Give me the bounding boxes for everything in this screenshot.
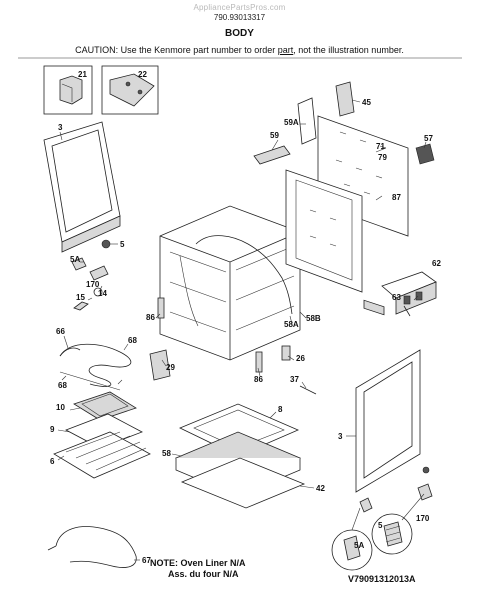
model-part-number: 790.93013317 [213, 13, 266, 22]
leader-lines [57, 99, 427, 561]
callout-21: 21 [78, 70, 87, 79]
callout-29: 29 [166, 363, 175, 372]
callout-59: 59 [270, 131, 279, 140]
callout-71: 71 [376, 142, 385, 151]
callout-66: 66 [56, 327, 65, 336]
callout-79: 79 [378, 153, 387, 162]
callout-67: 67 [142, 556, 151, 565]
callout-5a-left: 5A [70, 255, 80, 264]
terminal-block-part-62[interactable] [381, 271, 437, 315]
oven-rack-part-6[interactable] [53, 431, 151, 479]
callout-10: 10 [56, 403, 65, 412]
callout-5-right: 5 [378, 521, 383, 530]
note-oven-liner-fr: Ass. du four N/A [168, 569, 239, 579]
callout-59a: 59A [284, 118, 299, 127]
callout-22: 22 [138, 70, 147, 79]
oven-cavity [159, 205, 301, 361]
part-57[interactable] [415, 143, 435, 165]
part-29[interactable] [149, 349, 171, 381]
caution-prefix: CAUTION: Use the Kenmore part number to … [75, 45, 278, 55]
figure-id: V79091312013A [348, 574, 416, 584]
callout-86-a: 86 [146, 313, 155, 322]
part-59[interactable] [253, 145, 291, 165]
callout-3-left: 3 [58, 123, 63, 132]
broil-element-part-67[interactable] [47, 526, 137, 568]
bracket-part-86-b[interactable] [255, 351, 263, 373]
callout-45: 45 [362, 98, 371, 107]
callout-58: 58 [162, 449, 171, 458]
callout-6: 6 [50, 457, 55, 466]
callout-37: 37 [290, 375, 299, 384]
note-oven-liner: NOTE: Oven Liner N/A [150, 558, 246, 568]
callout-26: 26 [296, 354, 305, 363]
caution-notice: CAUTION: Use the Kenmore part number to … [0, 45, 479, 55]
callout-5a-right: 5A [354, 541, 364, 550]
callout-8: 8 [278, 405, 283, 414]
callout-9: 9 [50, 425, 55, 434]
broiler-pan-part-10[interactable] [73, 391, 137, 421]
callout-68-a: 68 [128, 336, 137, 345]
callout-42: 42 [316, 484, 325, 493]
callout-58a: 58A [284, 320, 299, 329]
callout-63: 63 [392, 293, 401, 302]
caution-suffix: , not the illustration number. [293, 45, 404, 55]
detail-circle-5a [331, 529, 373, 571]
callout-15: 15 [76, 293, 85, 302]
left-door-part-3[interactable] [43, 121, 121, 253]
right-door-part-3[interactable] [355, 349, 421, 493]
caution-part-link: part [277, 45, 294, 55]
callout-57: 57 [424, 134, 433, 143]
watermark-text: AppliancePartsPros.com [193, 3, 286, 12]
part-22-group[interactable] [101, 65, 159, 115]
callout-14: 14 [98, 289, 107, 298]
callout-170-left: 170 [86, 280, 100, 289]
callout-5-left: 5 [120, 240, 125, 249]
bottom-part-42[interactable] [180, 457, 306, 509]
detail-circle-5 [371, 513, 413, 555]
bake-element-part-66[interactable] [59, 343, 132, 387]
bracket-part-86-a[interactable] [157, 297, 165, 319]
part-45[interactable] [335, 81, 355, 117]
part-26[interactable] [281, 345, 291, 361]
callout-68-b: 68 [58, 381, 67, 390]
callout-3-right: 3 [338, 432, 343, 441]
callout-86-b: 86 [254, 375, 263, 384]
callout-170-right: 170 [416, 514, 430, 523]
diagram-title: BODY [225, 28, 254, 39]
callout-87: 87 [392, 193, 401, 202]
callout-62: 62 [432, 259, 441, 268]
callout-58b: 58B [306, 314, 321, 323]
back-panel-part-79[interactable] [285, 169, 363, 293]
part-21-group[interactable] [43, 65, 93, 115]
right-hinge-hardware[interactable] [359, 466, 433, 513]
part-59a[interactable] [297, 97, 317, 145]
